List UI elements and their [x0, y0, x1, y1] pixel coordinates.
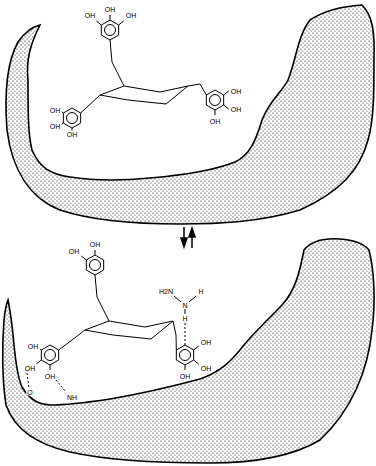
atom-group-label: OH: [66, 131, 79, 138]
atom-group-label: OH: [49, 107, 62, 114]
chemical-bond: [63, 113, 64, 123]
aromatic-ring: [180, 350, 191, 361]
aromatic-ring: [45, 350, 56, 361]
chemical-bond: [96, 21, 101, 25]
molecule-bonds: [27, 15, 229, 392]
chemical-bond: [176, 335, 177, 350]
chemical-bond: [110, 15, 111, 20]
atom-label: O: [26, 389, 33, 396]
chemical-bond: [224, 91, 229, 95]
atom-group-label: OH: [68, 248, 81, 255]
chemical-bond: [81, 95, 100, 113]
aromatic-ring: [67, 113, 78, 124]
chemical-bond: [223, 95, 224, 105]
chemical-bond: [109, 321, 145, 327]
aromatic-ring: [105, 25, 116, 36]
chemical-bond: [200, 84, 206, 95]
atom-group-label: OH: [49, 123, 62, 130]
chemical-bond: [86, 260, 87, 270]
equilibrium-arrows: [181, 227, 195, 248]
chemical-bond: [185, 309, 186, 314]
atom-group-label: OH: [209, 118, 222, 125]
chemical-bond: [81, 256, 86, 260]
chemical-bond: [100, 95, 128, 100]
atom-label: H: [181, 315, 188, 322]
chemical-bond: [189, 296, 196, 302]
aromatic-ring: [210, 95, 221, 106]
chemical-bond: [174, 296, 181, 302]
chemical-bond: [112, 62, 124, 86]
chemical-bond: [194, 346, 199, 350]
chemical-bond: [59, 340, 72, 350]
atom-group-label: OH: [84, 12, 97, 19]
atom-group-label: OH: [200, 339, 213, 346]
atom-group-label: OH: [125, 12, 138, 19]
atom-group-label: OH: [179, 373, 192, 380]
chemical-bond: [95, 250, 96, 255]
atom-group-label: OH: [230, 106, 243, 113]
protein-pocket-bottom: [3, 239, 374, 463]
chemical-bond: [194, 360, 199, 364]
chemical-bond: [85, 330, 113, 335]
chemical-bond: [118, 25, 119, 35]
atom-label: N: [181, 302, 188, 309]
hydrogen-bond: [185, 323, 186, 345]
chemical-bond: [124, 86, 160, 92]
atom-group-label: OH: [89, 241, 102, 248]
protein-pocket-top: [6, 5, 374, 224]
atom-group-label: OH: [104, 6, 117, 13]
chemical-bond: [176, 350, 177, 360]
chemical-bond: [85, 321, 109, 330]
atom-group-label: OH: [44, 373, 57, 380]
atom-group-label: NH: [66, 394, 78, 401]
atom-group-label: OH: [24, 365, 37, 372]
atom-group-label: OH: [230, 88, 243, 95]
atom-group-label: OH: [200, 365, 213, 372]
chemical-bond: [41, 350, 42, 360]
chemical-bond: [80, 113, 81, 123]
chemical-bond: [119, 21, 124, 25]
chemical-bond: [36, 360, 41, 364]
chemical-bond: [110, 40, 112, 62]
chemical-bond: [185, 365, 186, 370]
aromatic-ring: [90, 260, 101, 271]
atom-label: H: [197, 288, 204, 295]
hydrogen-bond: [56, 380, 66, 392]
chemical-bond: [103, 260, 104, 270]
atom-group-label: H2N: [158, 288, 174, 295]
chemical-bond: [113, 335, 151, 339]
hydrogen-bond: [27, 373, 29, 388]
chemical-bond: [101, 25, 102, 35]
chemical-bond: [151, 321, 173, 339]
atom-group-label: OH: [27, 343, 40, 350]
chemical-bond: [193, 350, 194, 360]
chemical-bond: [50, 365, 51, 370]
chemical-bond: [188, 84, 200, 86]
chemical-bond: [128, 100, 166, 104]
chemical-bond: [58, 350, 59, 360]
chemical-bond: [72, 330, 85, 340]
chemical-bond: [97, 297, 109, 321]
chemical-bond: [173, 321, 176, 335]
chemical-bond: [206, 95, 207, 105]
chemical-bond: [224, 105, 229, 109]
chemical-bond: [166, 86, 188, 104]
chemical-bond: [215, 110, 216, 115]
chemical-bond: [100, 86, 124, 95]
chemical-bond: [95, 275, 97, 297]
